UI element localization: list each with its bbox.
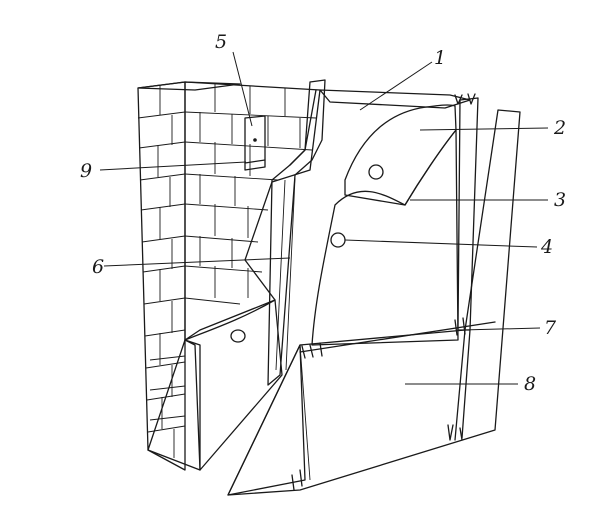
brick-front-courses xyxy=(184,84,317,305)
insulation-layer xyxy=(184,104,457,471)
wall-bracket xyxy=(244,115,266,171)
leader-6 xyxy=(103,257,291,267)
leader-9 xyxy=(99,161,247,171)
wall-base xyxy=(147,339,201,471)
callout-5: 5 xyxy=(215,31,227,53)
horizontal-rail xyxy=(299,317,496,359)
callout-labels: 1 2 3 4 5 6 7 8 9 xyxy=(80,31,566,395)
callout-6: 6 xyxy=(92,256,104,278)
cladding-panel xyxy=(227,93,521,496)
leader-5 xyxy=(232,51,253,127)
leader-7 xyxy=(461,327,541,331)
leader-2 xyxy=(419,127,549,131)
callout-1: 1 xyxy=(434,47,446,69)
callout-4: 4 xyxy=(540,236,553,258)
leader-4 xyxy=(344,239,538,248)
callout-8: 8 xyxy=(524,373,536,395)
insulation-anchor-lower xyxy=(230,329,246,343)
callout-3: 3 xyxy=(554,189,566,211)
membrane-fastener xyxy=(330,232,346,248)
callout-7: 7 xyxy=(544,317,557,339)
brick-wall xyxy=(137,81,321,471)
callout-2: 2 xyxy=(553,117,566,139)
leader-lines xyxy=(99,51,549,385)
callout-9: 9 xyxy=(80,160,92,182)
membrane-sheet xyxy=(311,129,459,346)
brick-side-courses xyxy=(137,85,186,458)
insulation-anchor xyxy=(368,164,384,180)
leader-1 xyxy=(359,61,433,111)
vertical-guide xyxy=(267,79,326,386)
